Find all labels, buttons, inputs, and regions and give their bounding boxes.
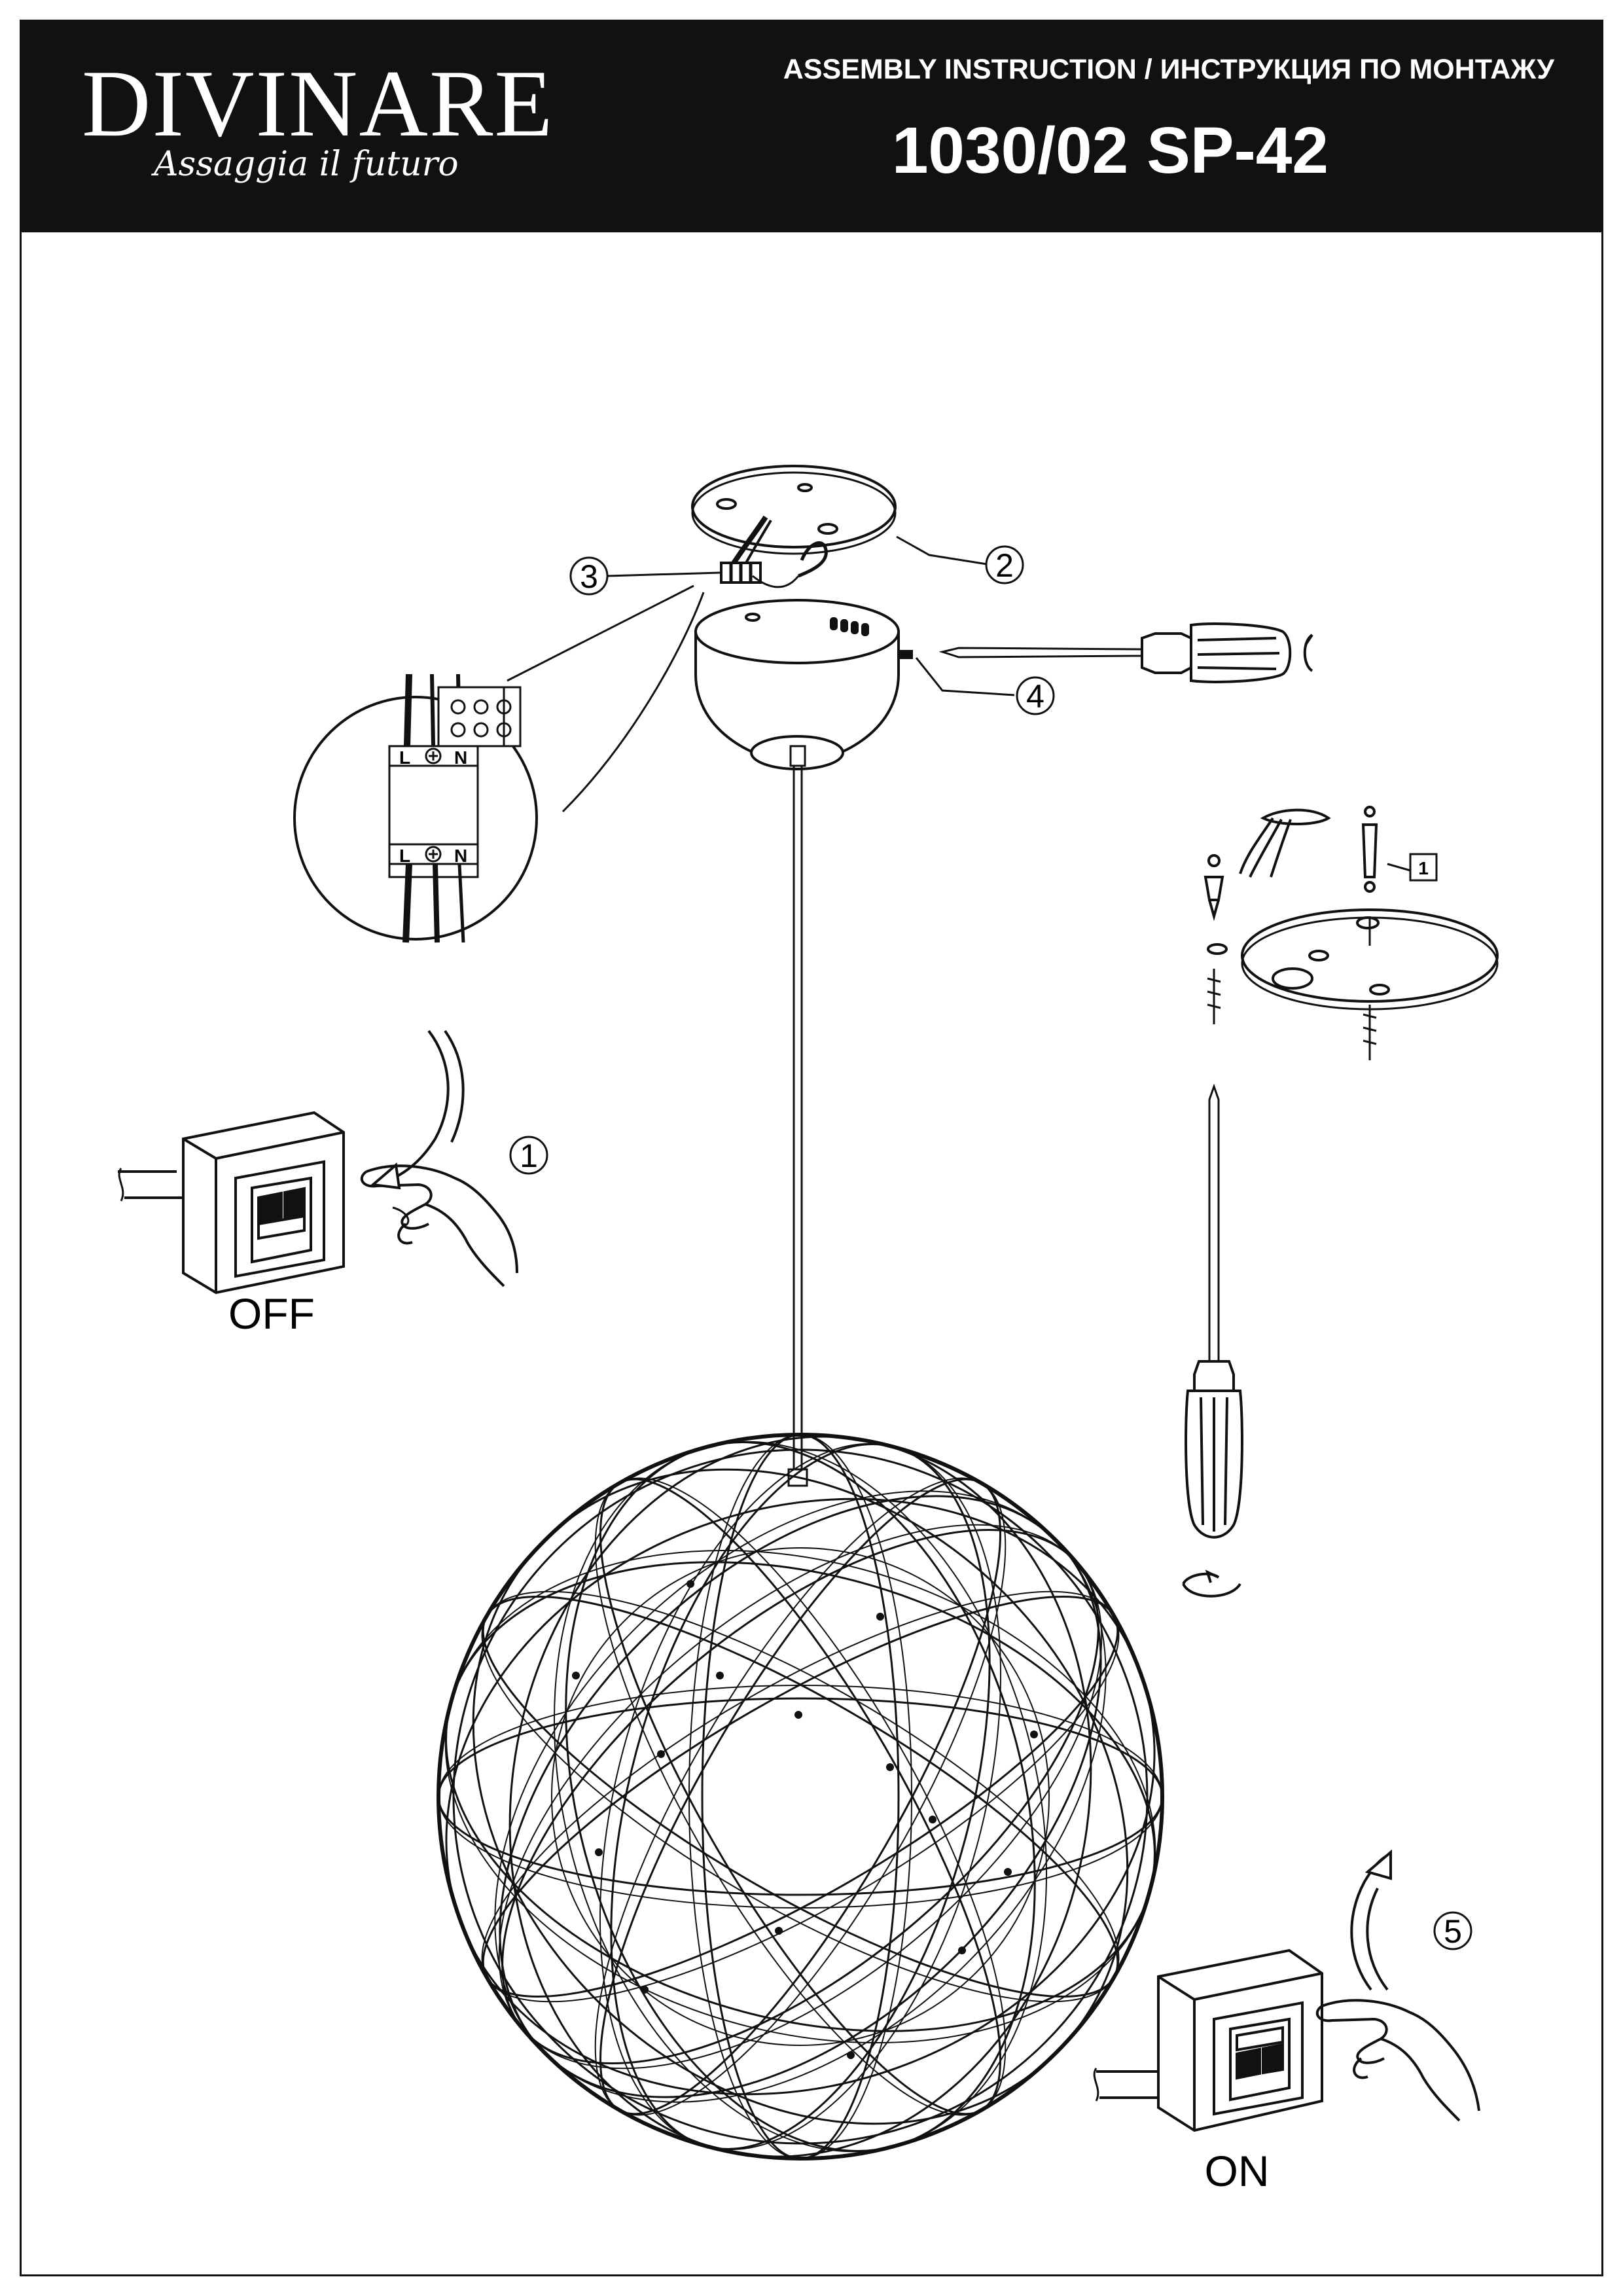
header-bar xyxy=(20,20,1603,232)
terminal-label-l-top: L xyxy=(399,747,410,768)
callout-3-number: 3 xyxy=(580,558,598,595)
wiring-detail-magnifier xyxy=(293,584,705,943)
callout-3: 3 xyxy=(569,556,721,596)
callout-2: 2 xyxy=(896,535,1024,584)
suspension-rod xyxy=(787,745,808,1487)
callout-2-number: 2 xyxy=(995,547,1014,584)
on-hand-icon xyxy=(1315,1999,1480,2122)
wire-sphere-shade xyxy=(437,1433,1164,2161)
document-title: ASSEMBLY INSTRUCTION / ИНСТРУКЦИЯ ПО МОН… xyxy=(783,54,1554,85)
terminal-label-l-bottom: L xyxy=(399,846,410,866)
ceiling-mount-detail xyxy=(1204,806,1499,1060)
model-number: 1030/02 SP-42 xyxy=(891,114,1329,187)
callout-4: 4 xyxy=(915,657,1055,715)
on-label: ON xyxy=(1205,2147,1270,2195)
terminal-label-n-bottom: N xyxy=(454,846,467,866)
callout-small-1: 1 xyxy=(1418,858,1429,878)
callout-1: 1 xyxy=(509,1136,548,1175)
callout-small-1-number: 1 xyxy=(1418,858,1429,878)
canopy xyxy=(694,599,913,770)
on-arrow-icon xyxy=(1350,1849,1392,1991)
brand-tagline: Assaggia il futuro xyxy=(154,145,459,184)
callout-5: 5 xyxy=(1433,1911,1472,1950)
on-switch-icon xyxy=(1093,1948,1323,2132)
off-arrow-icon xyxy=(370,1030,465,1190)
callout-4-number: 4 xyxy=(1026,678,1044,715)
callout-1-number: 1 xyxy=(520,1138,538,1174)
off-label: OFF xyxy=(228,1289,315,1338)
callout-5-number: 5 xyxy=(1444,1913,1462,1950)
brand-logo-text: DIVINARE xyxy=(82,50,554,156)
off-hand-icon xyxy=(360,1164,518,1287)
terminal-label-n-top: N xyxy=(454,747,467,768)
hook-and-wires xyxy=(720,515,828,588)
screwdriver-horizontal-icon xyxy=(938,622,1313,683)
terminal-labels: L N L N xyxy=(399,747,467,866)
ceiling-plate xyxy=(691,465,897,555)
off-switch-icon xyxy=(118,1111,345,1295)
screwdriver-vertical-icon xyxy=(1182,1083,1243,1598)
